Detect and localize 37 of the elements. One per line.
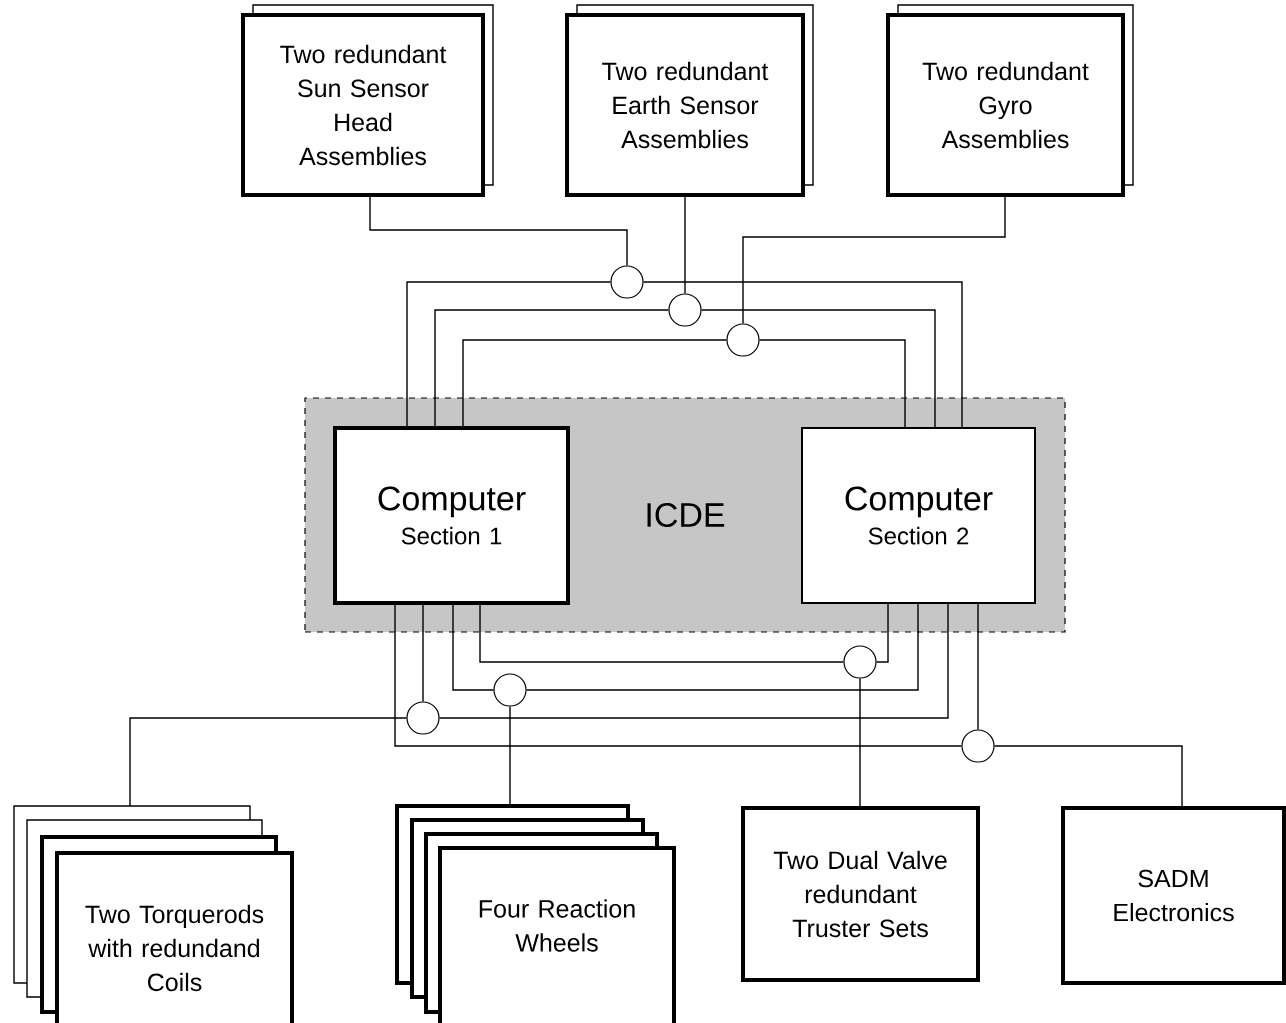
stacked-box: Two redundant Gyro Assemblies <box>886 4 1134 197</box>
connector-line <box>642 281 963 429</box>
junction-circle <box>493 673 527 707</box>
process-box: Two Dual Valve redundant Truster Sets <box>741 806 980 982</box>
connector-line <box>700 309 936 429</box>
connector-line <box>859 677 861 809</box>
stacked-box: Two redundant Earth Sensor Assemblies <box>565 4 814 197</box>
stacked-box: Two Torquerods with redundand Coils <box>13 805 294 1023</box>
junction-circle <box>726 323 760 357</box>
connector-line <box>369 194 628 267</box>
process-box: Computer Section 2 <box>801 427 1036 604</box>
connector-line <box>875 602 889 663</box>
connector-line <box>422 602 424 703</box>
connector-line <box>406 281 612 429</box>
connector-line <box>758 339 906 429</box>
connector-line <box>742 194 1006 325</box>
connector-line <box>509 705 511 807</box>
connector-line <box>438 602 949 719</box>
stacked-box: Two redundant Sun Sensor Head Assemblies <box>241 4 494 197</box>
connector-line <box>129 717 408 807</box>
stacked-box: Four Reaction Wheels <box>395 804 676 1023</box>
connector-line <box>525 602 919 691</box>
connector-line <box>993 745 1183 809</box>
junction-circle <box>610 265 644 299</box>
connector-line <box>977 602 979 731</box>
connector-line <box>452 602 495 691</box>
process-box: SADM Electronics <box>1061 806 1286 985</box>
process-box: Computer Section 1 <box>333 426 570 605</box>
connector-line <box>462 339 728 429</box>
junction-circle <box>668 293 702 327</box>
connector-line <box>394 602 963 747</box>
junction-circle <box>961 729 995 763</box>
connector-line <box>684 194 686 295</box>
junction-circle <box>843 645 877 679</box>
junction-circle <box>406 701 440 735</box>
connector-line <box>434 309 670 429</box>
connector-line <box>479 602 845 663</box>
